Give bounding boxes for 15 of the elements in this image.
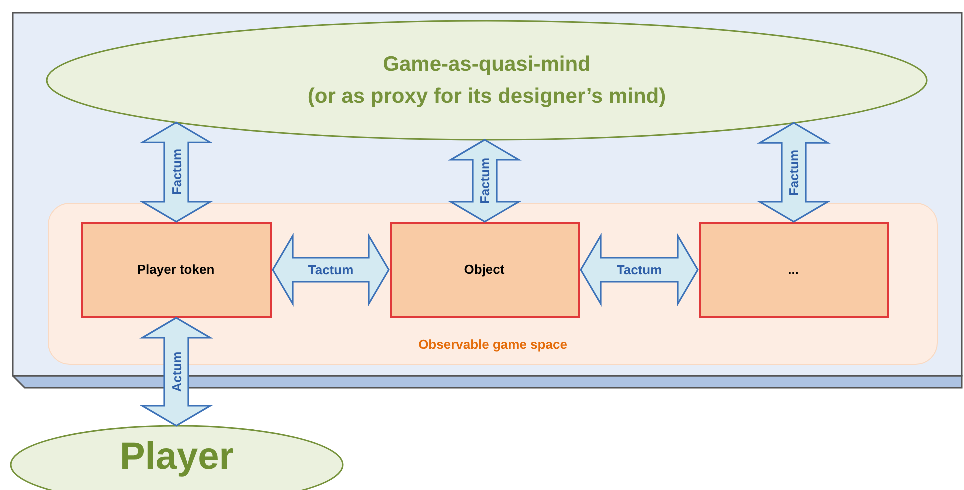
process-box (390, 222, 580, 318)
box-label: Player token (137, 262, 215, 277)
box-label: Object (464, 262, 505, 277)
player-label: Player (120, 435, 234, 479)
edge-label: Factum (478, 156, 492, 206)
edge-label: Tactum (616, 262, 664, 278)
box-label: ... (788, 262, 799, 277)
oval-node (46, 20, 928, 141)
process-box (698, 222, 888, 318)
edge-label: Tactum (307, 262, 355, 278)
edge-label: Factum (786, 148, 802, 197)
oval-title: Game-as-quasi-mind (383, 52, 591, 78)
oval-subtitle: (or as proxy for its designer’s mind) (308, 84, 666, 110)
region-label: Observable game space (418, 337, 568, 352)
process-box (80, 222, 272, 318)
